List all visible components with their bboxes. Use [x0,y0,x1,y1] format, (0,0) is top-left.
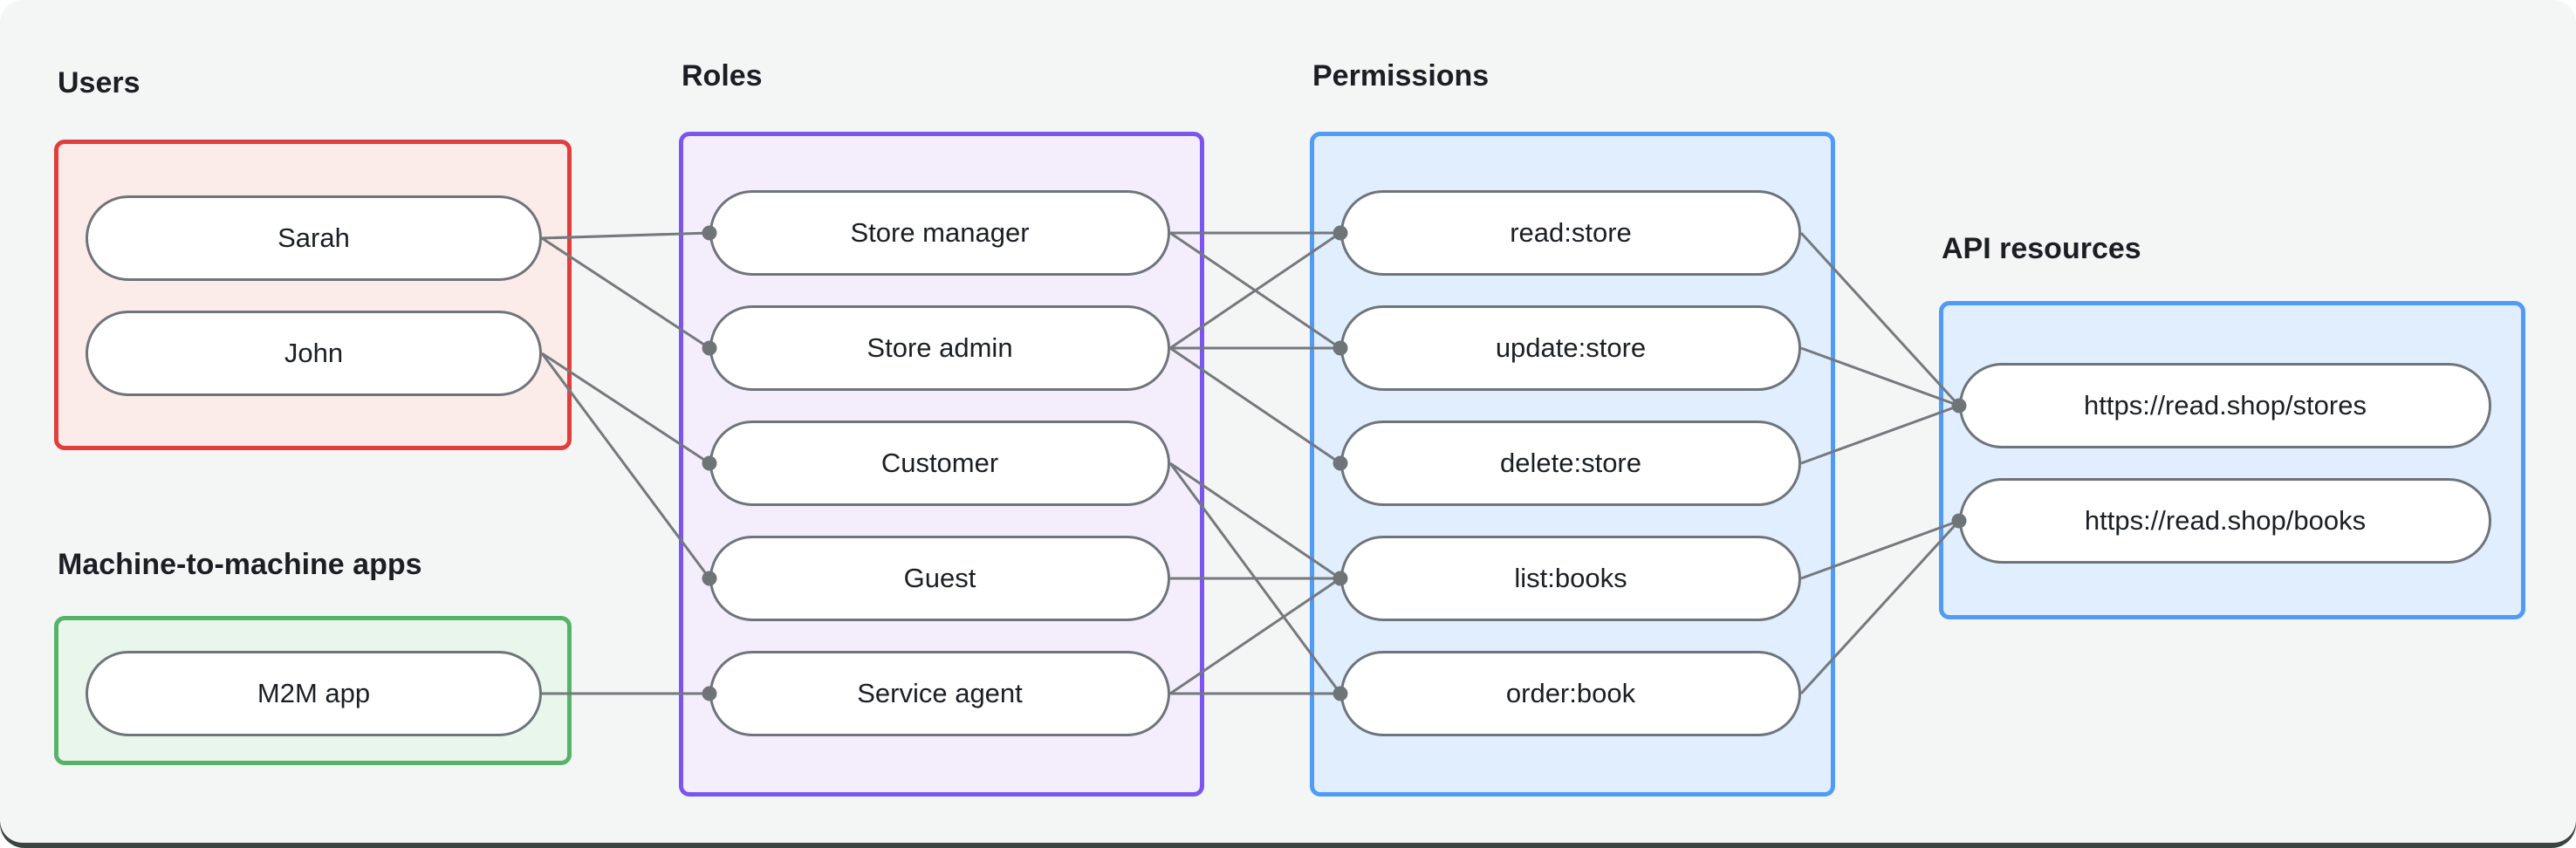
users-section-label: Users [58,66,140,99]
node-role-store-admin: Store admin [709,305,1170,391]
node-api-resource-stores: https://read.shop/stores [1959,363,2491,448]
permissions-section-label: Permissions [1312,59,1490,92]
roles-section-label: Roles [682,59,763,92]
users-group-box [54,140,572,450]
api-resources-section-label: API resources [1942,232,2141,265]
node-permission-delete-store: delete:store [1340,421,1801,506]
node-permission-order-book: order:book [1340,651,1801,736]
node-user-sarah: Sarah [86,195,542,281]
node-user-john: John [86,311,542,396]
node-m2m-app: M2M app [86,651,542,736]
node-role-guest: Guest [709,536,1170,621]
node-api-resource-books: https://read.shop/books [1959,478,2491,564]
m2m-section-label: Machine-to-machine apps [58,548,422,581]
node-role-service-agent: Service agent [709,651,1170,736]
node-role-customer: Customer [709,421,1170,506]
api-resources-group-box [1939,301,2525,619]
node-role-store-manager: Store manager [709,190,1170,276]
node-permission-update-store: update:store [1340,305,1801,391]
node-permission-list-books: list:books [1340,536,1801,621]
node-permission-read-store: read:store [1340,190,1801,276]
